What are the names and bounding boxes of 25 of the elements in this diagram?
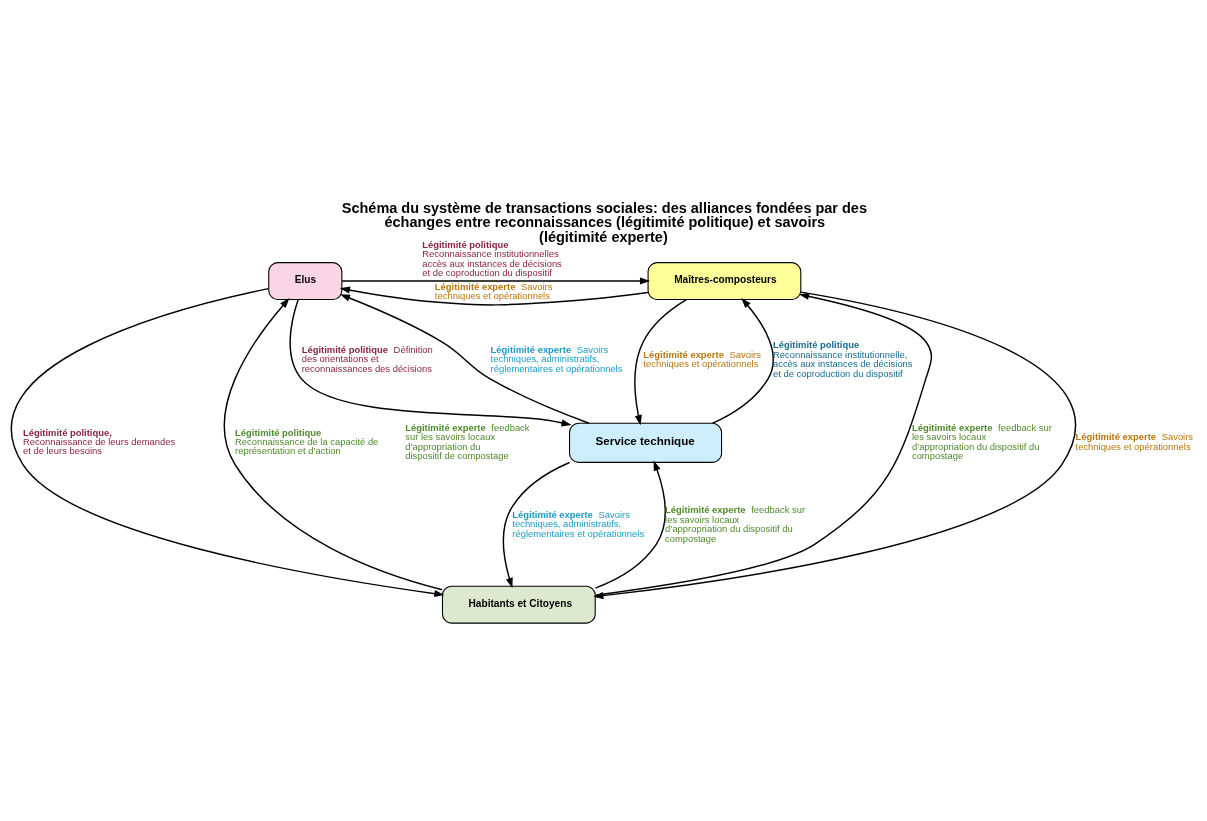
arrow (502, 461, 571, 588)
edge-label: Légitimité politique Reconnaissance de la capacité de représentation et d’action (235, 426, 379, 456)
arrow (339, 286, 649, 306)
edge-label: Légitimité experte Savoirs techniques et opérationnels (643, 348, 761, 369)
arrow (594, 292, 933, 596)
arrow (289, 298, 572, 426)
node-box: Maîtres-composteurs (647, 261, 802, 300)
arrow (223, 297, 443, 590)
arrow (341, 277, 651, 285)
arrow (339, 293, 590, 424)
edge-label: Légitimité experte Savoirs techniques, administratifs, réglementaires et opérationnels (512, 508, 645, 539)
edge-label: Légitimité politique, Reconnaissance de leurs demandes et de leurs besoins (22, 426, 176, 456)
arrow (11, 287, 445, 597)
edge-label: Légitimité experte Savoirs techniques, administratifs, réglementaires et opérationnels (490, 343, 623, 374)
node-box: Elus (268, 261, 343, 300)
edge-label: Légitimité politique Définition des orientations et reconnaissances des décisions (301, 343, 433, 374)
node-box: Service technique (569, 422, 723, 463)
node-box: Habitants et Citoyens (441, 585, 596, 624)
edge-label: Légitimité experte Savoirs techniques et opérationnels (434, 280, 553, 301)
edge-label: Légitimité experte Savoirs techniques et opérationnels (1075, 430, 1194, 452)
arrow (634, 298, 688, 425)
label: Légitimité experte feedback sur les savoirs locaux d’appropriation du dispositif de compostage (405, 421, 530, 461)
arrow (711, 297, 774, 424)
edge-label: Légitimité experte feedback sur les savoirs locaux d’appropriation du dispositif du compostage (911, 421, 1052, 461)
arrow (594, 459, 666, 589)
